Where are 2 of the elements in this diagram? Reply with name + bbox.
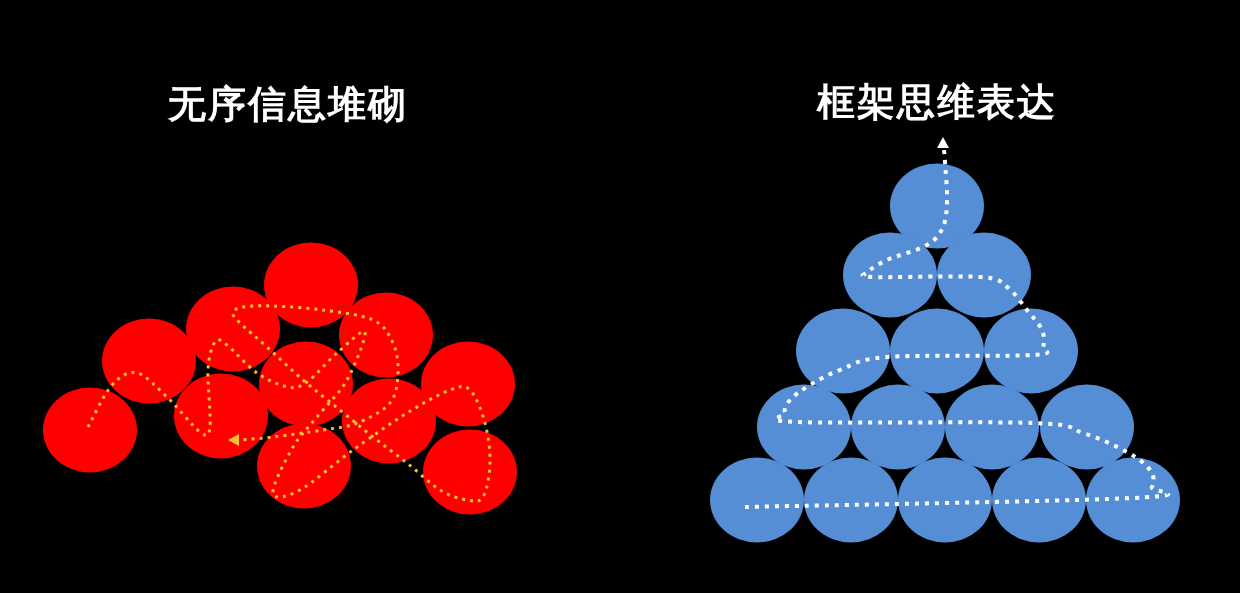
heading: 框架思维表达 — [817, 80, 1057, 124]
heading: 无序信息堆砌 — [168, 82, 408, 126]
